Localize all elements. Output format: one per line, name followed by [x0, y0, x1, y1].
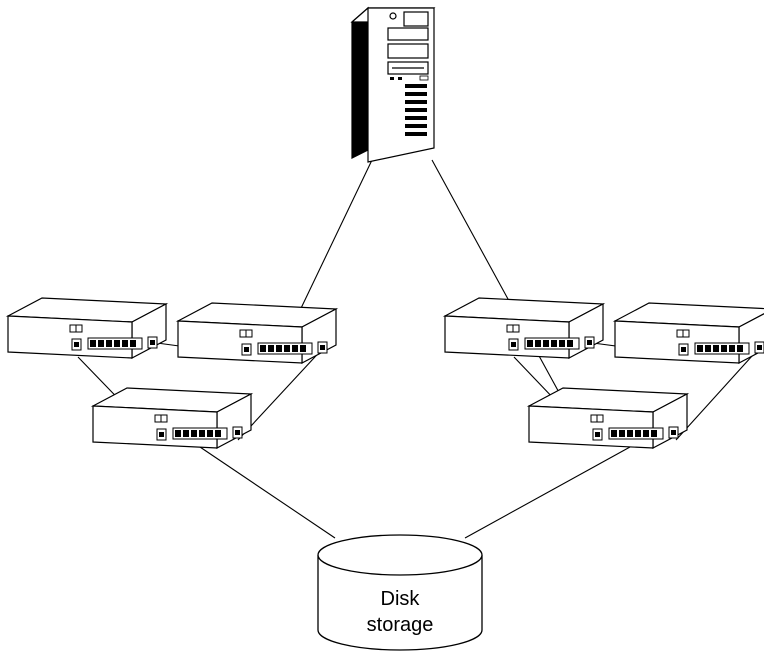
link-right-storage	[464, 446, 631, 539]
link-right-c	[675, 344, 763, 441]
storage-label-line2: storage	[367, 614, 434, 636]
network-switch-icon	[7, 297, 167, 359]
storage-label-line1: Disk	[381, 588, 421, 610]
network-switch-icon	[444, 297, 604, 359]
network-switch-icon	[177, 302, 337, 364]
tower-server-icon	[350, 6, 436, 163]
disk-storage-icon	[317, 534, 483, 651]
link-left-c	[237, 344, 327, 441]
network-switch-icon	[614, 302, 764, 364]
network-switch-icon	[92, 387, 252, 449]
link-left-storage	[199, 446, 336, 539]
network-switch-icon	[528, 387, 688, 449]
